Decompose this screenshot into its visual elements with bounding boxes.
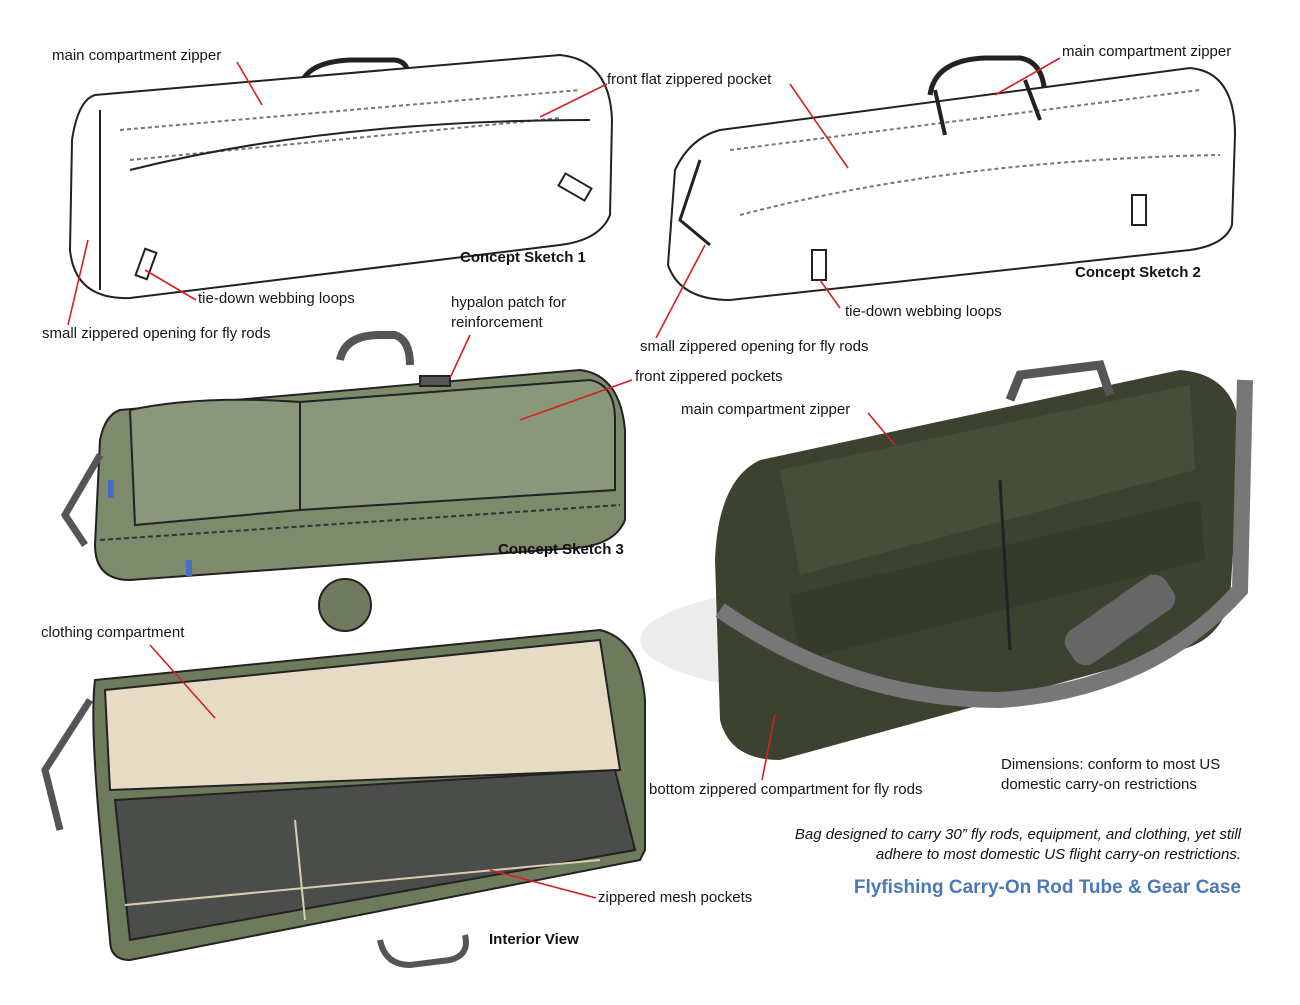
label-fly-rod-opening-1: small zippered opening for fly rods (42, 325, 271, 342)
description-line-1: Bag designed to carry 30” fly rods, equi… (794, 826, 1241, 843)
label-bottom-compartment: bottom zippered compartment for fly rods (649, 781, 923, 798)
concept-sketch-1-drawing (68, 53, 614, 300)
label-main-compartment-zipper-3: main compartment zipper (681, 401, 851, 418)
concept-sketch-2-drawing (666, 55, 1237, 302)
sheet-title: Flyfishing Carry-On Rod Tube & Gear Case (853, 877, 1241, 898)
label-front-flat-zippered-pocket: front flat zippered pocket (607, 71, 772, 88)
description-line-2: adhere to most domestic US flight carry-… (875, 846, 1241, 863)
caption-interior-view: Interior View (489, 931, 579, 948)
label-tie-down-loops-1: tie-down webbing loops (198, 290, 355, 307)
dimensions-line-1: Dimensions: conform to most US (1001, 756, 1221, 773)
label-tie-down-loops-2: tie-down webbing loops (845, 303, 1002, 320)
label-hypalon-patch-1: hypalon patch for (451, 294, 567, 311)
label-front-zippered-pockets: front zippered pockets (635, 368, 783, 385)
leader-lines (67, 57, 1061, 899)
label-main-compartment-zipper-2: main compartment zipper (1062, 43, 1232, 60)
caption-concept-sketch-1: Concept Sketch 1 (460, 249, 586, 266)
label-fly-rod-opening-2: small zippered opening for fly rods (640, 338, 869, 355)
caption-concept-sketch-2: Concept Sketch 2 (1075, 264, 1201, 281)
label-clothing-compartment: clothing compartment (41, 624, 185, 641)
dimensions-line-2: domestic carry-on restrictions (1001, 776, 1197, 793)
interior-view-drawing (41, 578, 646, 969)
label-main-compartment-zipper-1: main compartment zipper (52, 47, 222, 64)
label-hypalon-patch-2: reinforcement (451, 314, 543, 331)
concept-sketch-3-drawing (60, 331, 626, 582)
label-zippered-mesh-pockets: zippered mesh pockets (598, 889, 753, 906)
product-photo (640, 360, 1253, 760)
caption-concept-sketch-3: Concept Sketch 3 (498, 541, 624, 558)
